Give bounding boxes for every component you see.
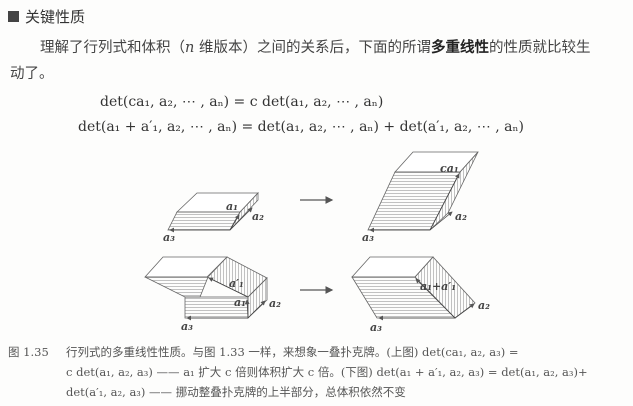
label-a3: a₃ (362, 231, 374, 244)
section-title: 关键性质 (25, 8, 86, 26)
label-a2: a₂ (252, 210, 264, 223)
label-ca1: ca₁ (440, 162, 459, 175)
math-n: n (185, 40, 195, 56)
equation-scaling: det(ca₁, a₂, ⋯ , aₙ) = c det(a₁, a₂, ⋯ ,… (100, 94, 384, 110)
multilinearity-figure: a₁ a₂ a₃ ca₁ a₂ a₃ a′₁ a₁ a₂ a₃ a₁+a′₁ a… (144, 151, 490, 334)
equation-additivity: det(a₁ + a′₁, a₂, ⋯ , aₙ) = det(a₁, a₂, … (78, 119, 525, 135)
text: 的性质就比较生 (488, 40, 591, 56)
caption-line-2: c det(a₁, a₂, a₃) —— a₁ 扩大 c 倍则体积扩大 c 倍。… (66, 365, 588, 379)
caption-line-3: det(a′₁, a₂, a₃) —— 挪动整叠扑克牌的上半部分，总体积依然不变 (66, 385, 406, 399)
caption-line-1: 行列式的多重线性性质。与图 1.33 一样，来想象一叠扑克牌。(上图) det(… (66, 345, 519, 359)
emphasis-term: 多重线性 (430, 40, 489, 56)
square-bullet-icon (8, 11, 19, 22)
label-a2: a₂ (269, 297, 281, 310)
paragraph-line-1: 理解了行列式和体积（n 维版本）之间的关系后，下面的所谓多重线性的性质就比较生 (40, 36, 590, 57)
deck-split (144, 256, 268, 321)
paragraph-line-2: 动了。 (10, 66, 54, 82)
label-a1-plus-a1-prime: a₁+a′₁ (420, 280, 456, 293)
label-a3: a₃ (181, 320, 193, 333)
text: 理解了行列式和体积（ (40, 40, 185, 56)
label-a1: a₁ (234, 296, 246, 309)
deck-sheared (351, 256, 476, 321)
section-heading: 关键性质 (8, 6, 85, 27)
label-a1-prime: a′₁ (229, 277, 244, 290)
label-a1: a₁ (226, 200, 238, 213)
deck-original (167, 191, 259, 233)
label-a3: a₃ (163, 231, 175, 244)
deck-scaled (367, 151, 479, 233)
text: 维版本）之间的关系后，下面的所谓 (194, 40, 431, 56)
label-a2: a₂ (455, 210, 467, 223)
label-a2: a₂ (478, 299, 490, 312)
label-a3: a₃ (370, 321, 382, 334)
caption-number: 图 1.35 (8, 345, 49, 359)
